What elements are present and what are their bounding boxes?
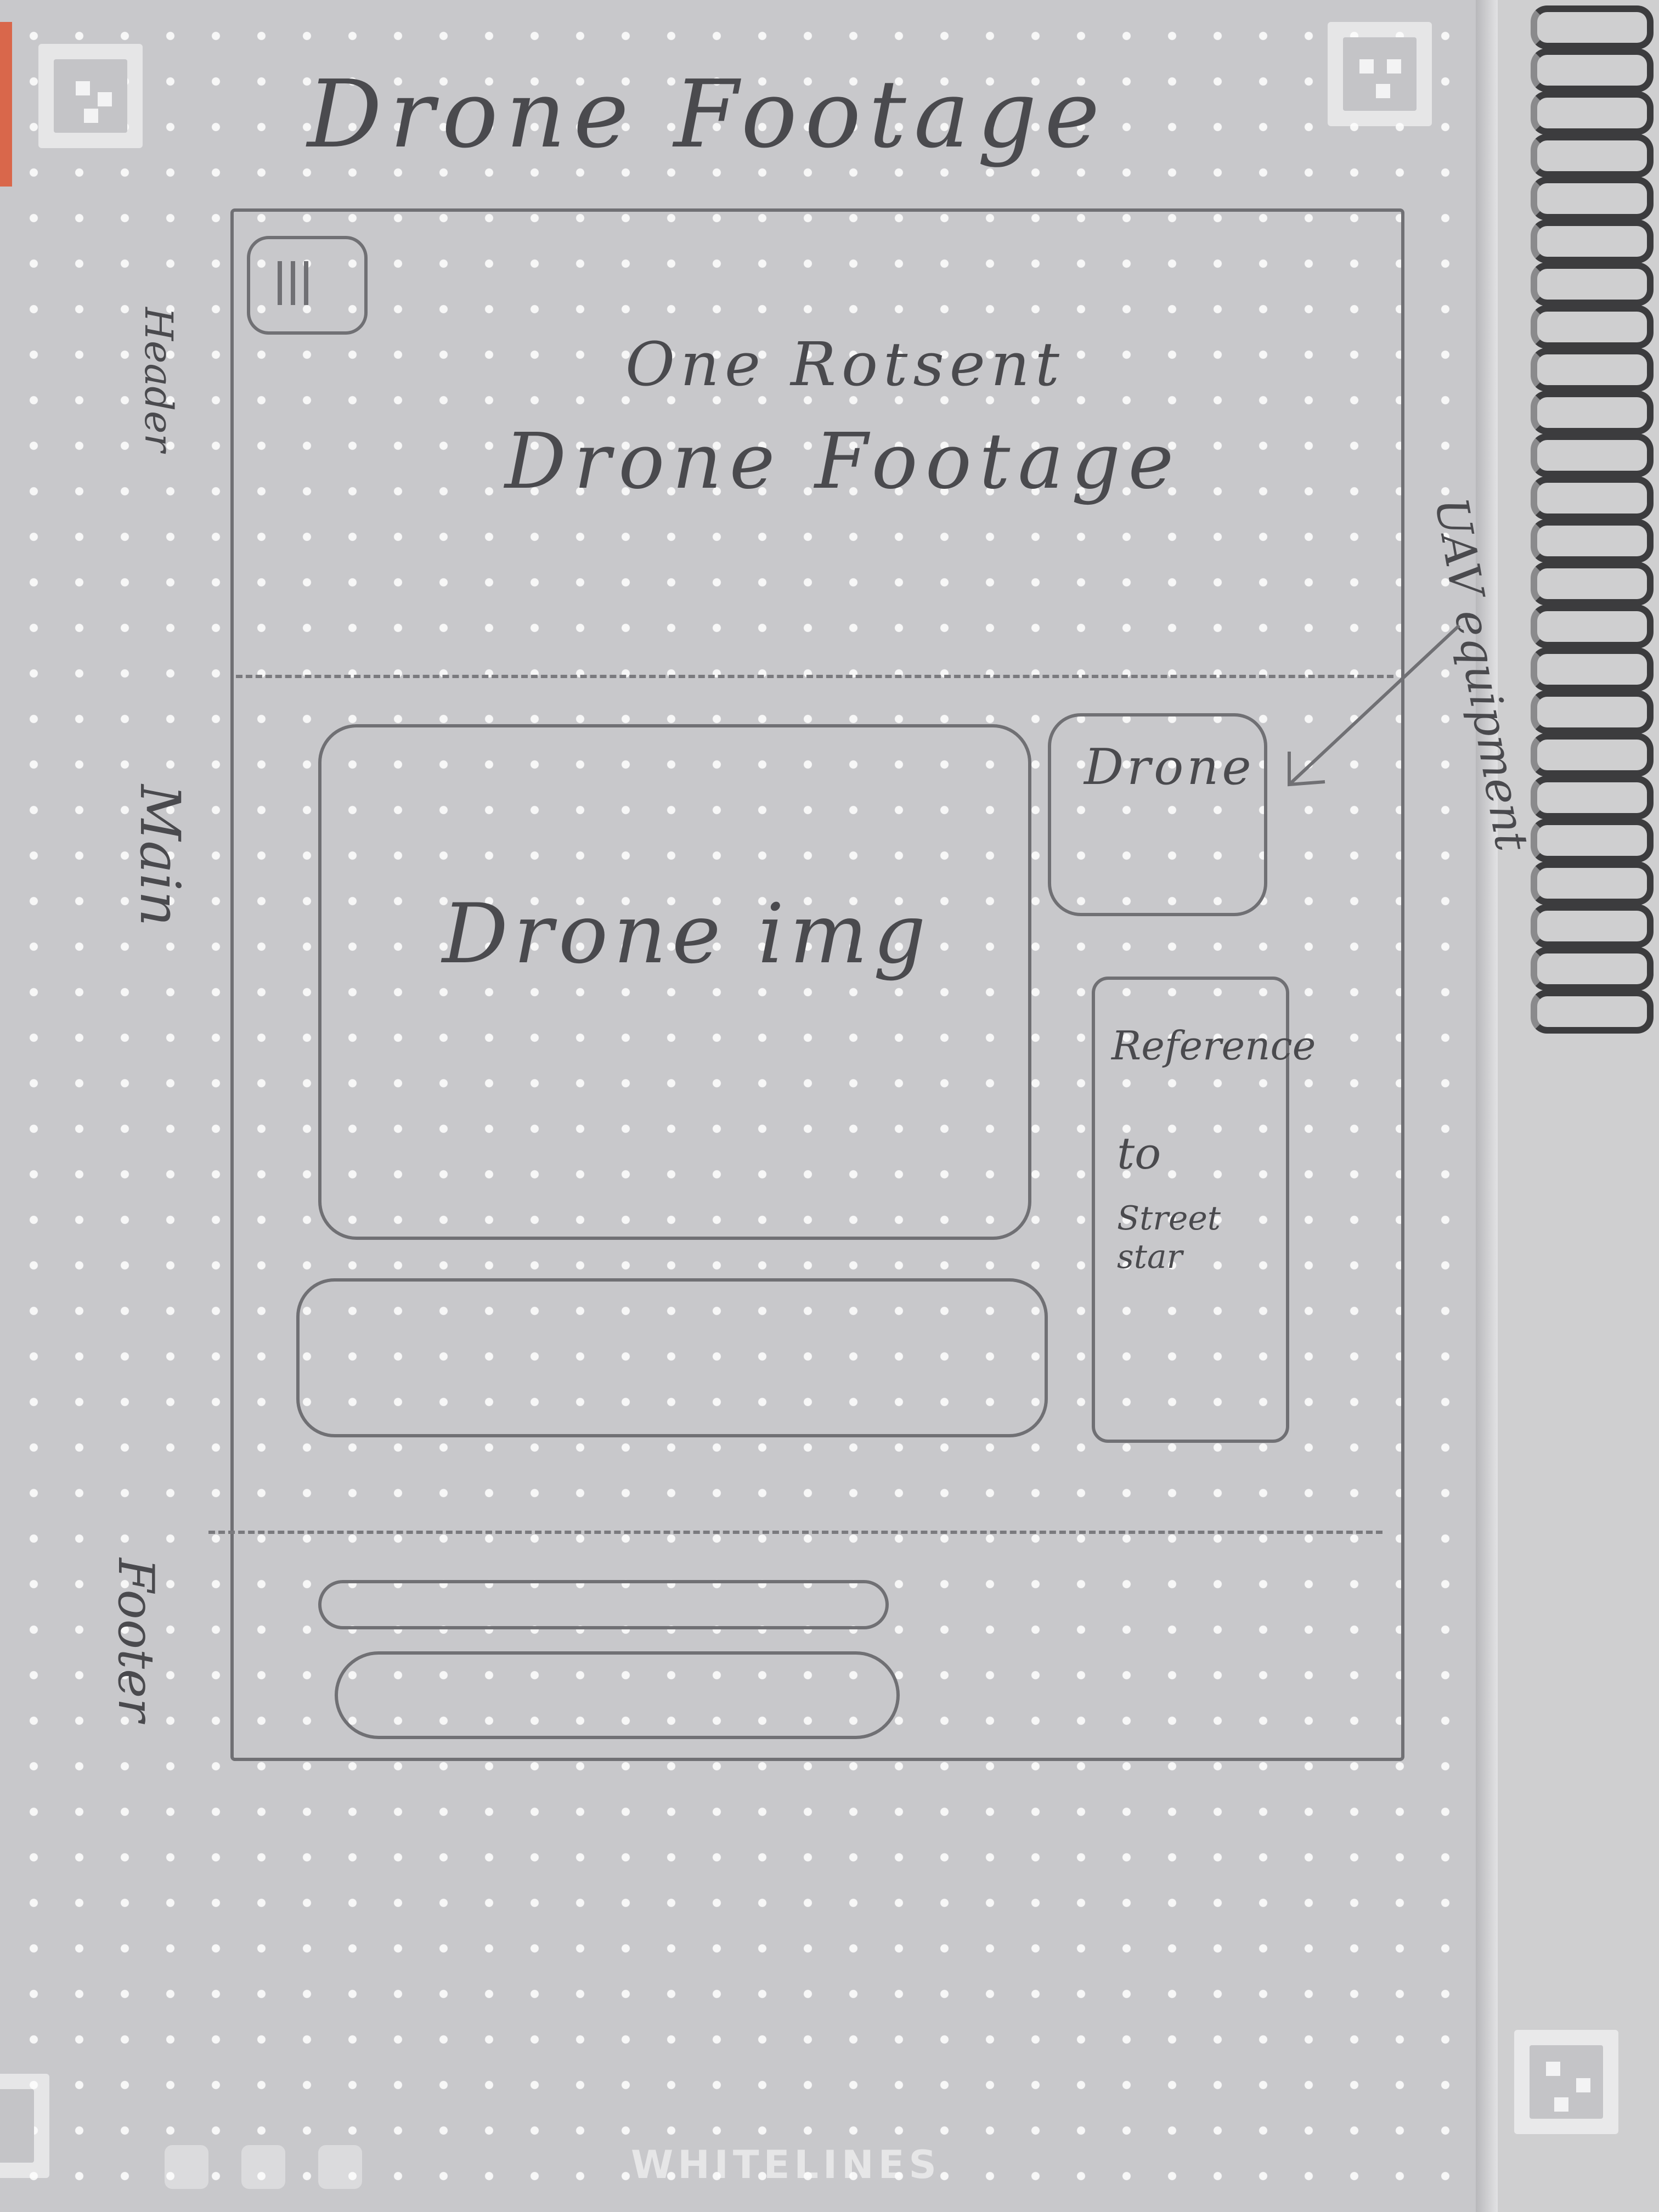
corner-marker-top-left <box>38 44 143 148</box>
drone-image-placeholder: Drone img <box>318 724 1031 1240</box>
spiral-coil <box>1531 819 1654 862</box>
spiral-coil <box>1531 605 1654 648</box>
header-title: Drone Footage <box>505 417 1182 506</box>
drone-image-label: Drone img <box>442 887 932 982</box>
spiral-coil <box>1531 861 1654 905</box>
spiral-coil <box>1531 904 1654 948</box>
reference-text-1: Reference <box>1111 1023 1316 1069</box>
hamburger-menu-icon <box>278 261 316 305</box>
footer-divider <box>208 1531 1383 1534</box>
corner-marker-top-right <box>1328 22 1432 126</box>
notebook-page <box>0 0 1481 2212</box>
spiral-coil <box>1531 305 1654 349</box>
spiral-coil <box>1531 348 1654 392</box>
spiral-coil <box>1531 48 1654 92</box>
notebook-brand: WHITELINES <box>631 2142 941 2187</box>
menu-button[interactable] <box>247 236 368 335</box>
main-side-label: Main <box>128 785 192 927</box>
page-edge <box>1476 0 1498 2212</box>
footer-info-bar <box>335 1651 900 1739</box>
notebook-logo-icon <box>165 2145 208 2189</box>
corner-marker-bottom-right <box>1514 2030 1618 2134</box>
spiral-coil <box>1531 177 1654 221</box>
wireframe-frame <box>230 208 1404 1761</box>
reference-text-4: star <box>1117 1238 1183 1276</box>
header-subtitle: One Rotsent <box>625 329 1065 399</box>
spiral-coil <box>1531 776 1654 820</box>
spiral-coil <box>1531 947 1654 991</box>
equipment-card-label: Drone <box>1084 738 1255 796</box>
notebook-cover-edge <box>0 22 12 187</box>
corner-marker-bottom-left <box>0 2074 49 2178</box>
notebook-logo-icon <box>318 2145 362 2189</box>
spiral-coil <box>1531 690 1654 734</box>
spiral-coil <box>1531 5 1654 49</box>
spiral-coil <box>1531 519 1654 563</box>
footer-side-label: Footer <box>107 1558 165 1722</box>
spiral-coil <box>1531 134 1654 178</box>
spiral-coil <box>1531 391 1654 435</box>
spiral-coil <box>1531 562 1654 606</box>
footer-link-bar[interactable] <box>318 1580 889 1629</box>
reference-card[interactable]: Reference to Street star <box>1092 977 1316 1443</box>
spiral-coil <box>1531 262 1654 306</box>
annotation-arrow-icon <box>1288 624 1461 787</box>
spiral-coil <box>1531 476 1654 520</box>
spiral-coil <box>1531 647 1654 691</box>
spiral-binding <box>1531 5 1659 1048</box>
spiral-coil <box>1531 990 1654 1034</box>
spiral-coil <box>1531 733 1654 777</box>
caption-block <box>296 1278 1048 1437</box>
reference-text-2: to <box>1117 1128 1161 1179</box>
spiral-coil <box>1531 433 1654 477</box>
equipment-card[interactable]: Drone <box>1048 713 1267 916</box>
spiral-coil <box>1531 219 1654 263</box>
notebook-logo-icon <box>241 2145 285 2189</box>
header-side-label: Header <box>136 307 181 452</box>
spiral-coil <box>1531 91 1654 135</box>
header-divider <box>236 675 1393 678</box>
page-title: Drone Footage <box>307 60 1108 169</box>
reference-text-3: Street <box>1117 1199 1221 1238</box>
